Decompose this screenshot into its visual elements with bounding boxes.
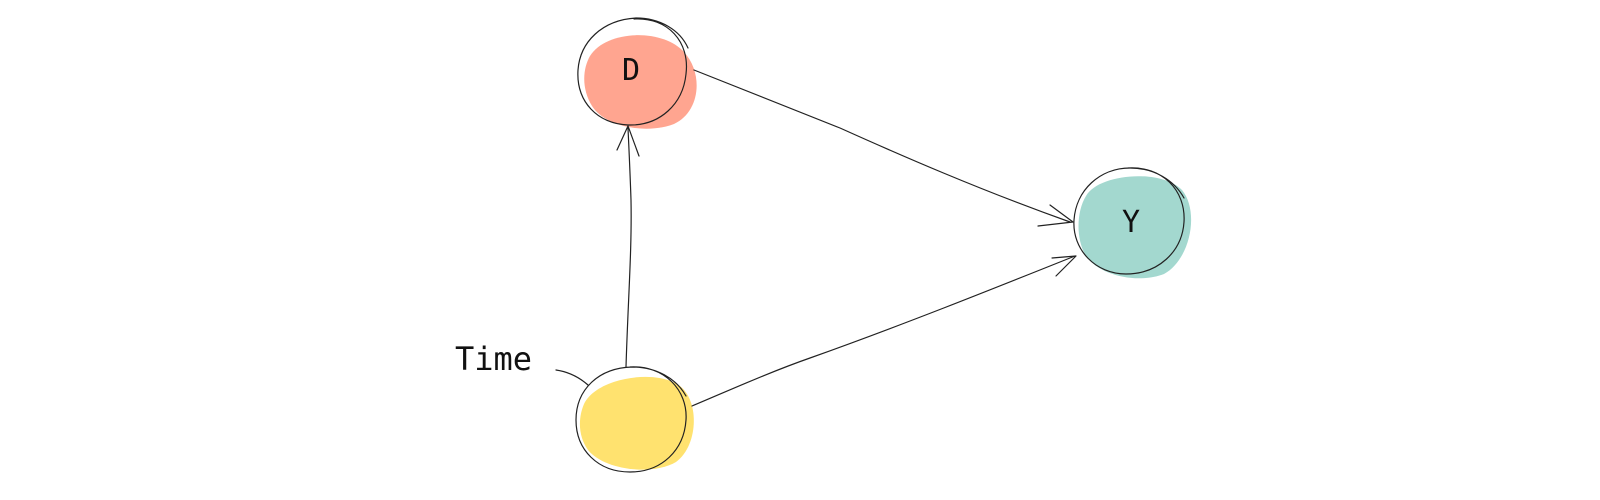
node-time-outline: [575, 366, 687, 473]
node-d-outline: [577, 17, 689, 126]
node-y-label: Y: [1122, 205, 1140, 240]
node-d-fill: [584, 35, 697, 129]
edge-d-to-y-arrowhead: [1037, 204, 1074, 227]
edge-time-to-y: [691, 255, 1077, 407]
time-annotation-label: Time: [455, 340, 532, 378]
node-d[interactable]: D: [577, 17, 697, 129]
edge-time-to-y-line: [691, 255, 1076, 407]
edge-d-to-y: [693, 69, 1074, 227]
node-y-fill: [1078, 176, 1192, 279]
edge-time-to-y-arrowhead: [1051, 255, 1077, 277]
node-time-fill: [579, 376, 694, 470]
node-y-outline: [1073, 167, 1185, 275]
edge-time-to-d-line: [625, 127, 632, 368]
node-d-label: D: [622, 53, 640, 88]
node-time[interactable]: [575, 366, 694, 473]
edge-d-to-y-line: [693, 69, 1071, 223]
edge-time-to-d: [616, 125, 640, 368]
time-annotation: Time: [455, 340, 589, 386]
time-annotation-connector: [555, 369, 589, 386]
node-y[interactable]: Y: [1073, 167, 1192, 279]
edge-time-to-d-arrowhead: [616, 125, 640, 157]
